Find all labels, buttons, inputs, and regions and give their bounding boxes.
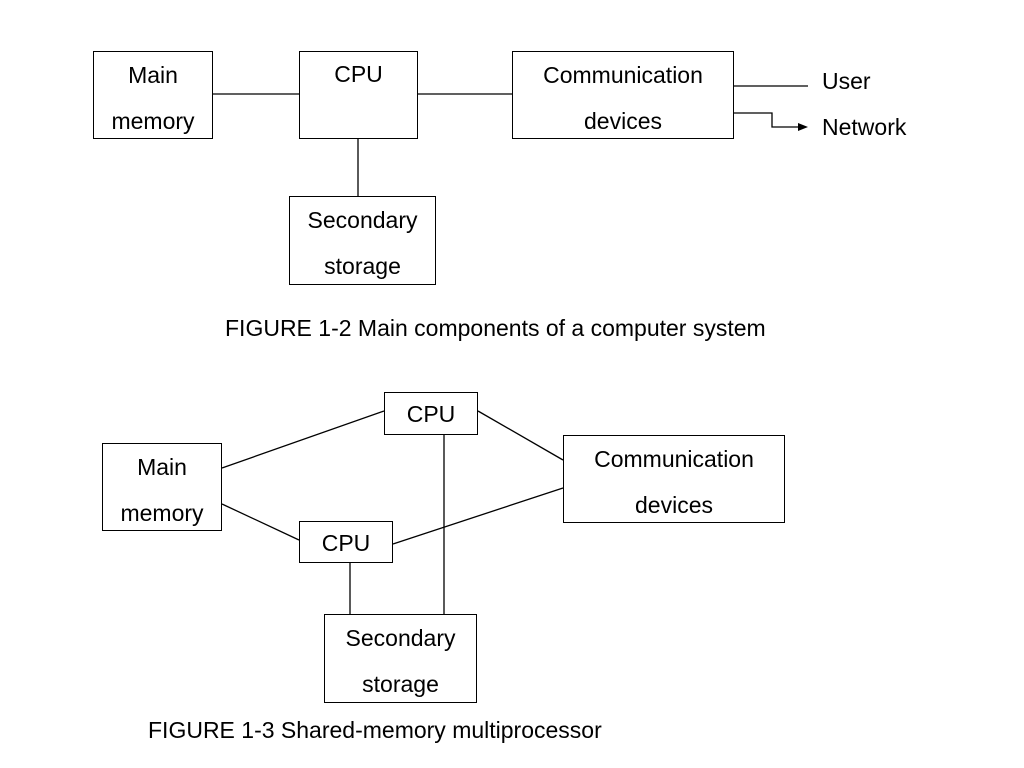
fig3-caption: FIGURE 1-3 Shared-memory multiprocessor (148, 717, 602, 743)
fig3-storage-line2: storage (362, 671, 439, 697)
fig2-cpu-label: CPU (334, 61, 383, 87)
fig2-storage-line1: Secondary (307, 207, 418, 233)
fig2-communication-devices-box: Communication devices (512, 51, 734, 139)
fig2-network-link (734, 112, 800, 128)
fig3-memory-cputop-link (221, 410, 385, 469)
fig2-communication-line2: devices (584, 108, 662, 134)
fig3-cpu-bottom-box: CPU (299, 521, 393, 563)
fig3-cpu-top-box: CPU (384, 392, 478, 435)
fig2-main-memory-line2: memory (111, 108, 195, 134)
fig3-cpu-bottom-label: CPU (321, 530, 371, 556)
fig3-cpubottom-comm-link (392, 487, 564, 545)
fig2-main-memory-box: Main memory (93, 51, 213, 139)
fig3-memory-cpubottom-link (221, 503, 300, 541)
fig2-secondary-storage-box: Secondary storage (289, 196, 436, 285)
fig3-communication-line1: Communication (594, 446, 754, 472)
fig2-cpu-box: CPU (299, 51, 418, 139)
fig2-storage-line2: storage (324, 253, 401, 279)
fig3-storage-line1: Secondary (345, 625, 456, 651)
fig2-main-memory-line1: Main (128, 62, 178, 88)
fig3-secondary-storage-box: Secondary storage (324, 614, 477, 703)
fig2-caption: FIGURE 1-2 Main components of a computer… (225, 315, 766, 341)
fig2-communication-line1: Communication (543, 62, 703, 88)
fig3-communication-line2: devices (635, 492, 713, 518)
fig2-user-label: User (822, 68, 871, 94)
fig3-main-memory-box: Main memory (102, 443, 222, 531)
fig3-main-memory-line1: Main (137, 454, 187, 480)
fig3-cputop-comm-link (477, 410, 564, 461)
fig3-communication-devices-box: Communication devices (563, 435, 785, 523)
fig2-network-arrowhead (798, 123, 808, 131)
fig2-network-label: Network (822, 114, 907, 140)
fig3-main-memory-line2: memory (120, 500, 204, 526)
fig3-cpu-top-label: CPU (406, 401, 456, 427)
